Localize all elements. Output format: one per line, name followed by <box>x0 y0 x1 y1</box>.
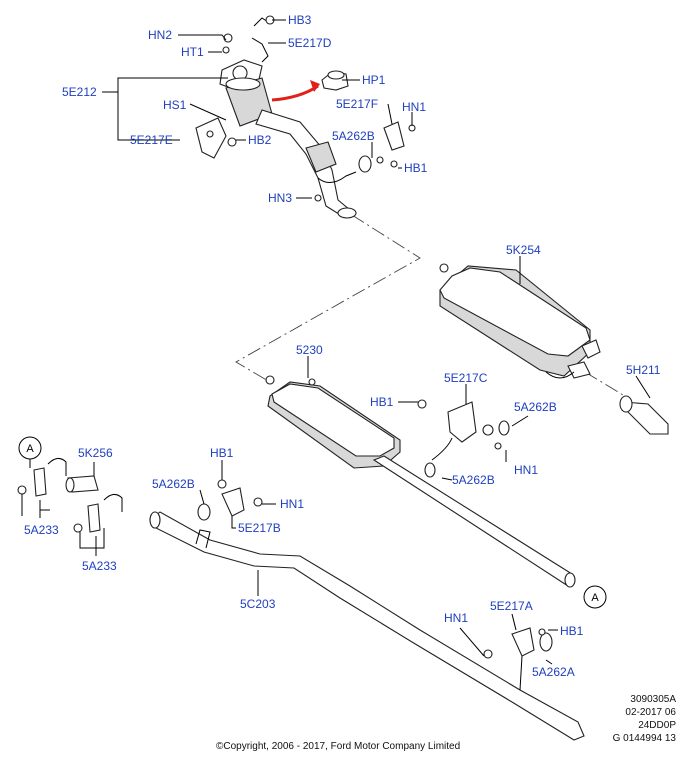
intermediate-pipe-5c203 <box>149 511 585 741</box>
label-hb1-top: HB1 <box>404 161 428 175</box>
label-5h211: 5H211 <box>626 363 661 377</box>
meta-line-4: G 0144994 13 <box>613 733 677 744</box>
bracket-5e217c <box>417 399 510 478</box>
bracket-5e217e <box>195 117 237 159</box>
label-hn1-mid: HN1 <box>514 463 538 477</box>
ref-a-left-text: A <box>26 443 34 455</box>
label-hs1: HS1 <box>163 98 187 112</box>
label-5a233-upper: 5A233 <box>24 523 59 537</box>
label-5a262a: 5A262A <box>532 665 575 679</box>
label-5e212: 5E212 <box>62 85 97 99</box>
meta-line-3: 24DD0P <box>638 720 676 731</box>
label-hb1-bottom: HB1 <box>560 624 584 638</box>
label-5k256: 5K256 <box>78 446 113 460</box>
label-5e217d: 5E217D <box>288 36 332 50</box>
leader-lines <box>21 19 651 665</box>
label-hb1-left: HB1 <box>210 446 234 460</box>
tailpipe-5h211 <box>619 395 669 435</box>
clamp-5k256 <box>65 475 99 493</box>
label-5k254: 5K254 <box>506 243 541 257</box>
label-5e217f: 5E217F <box>336 97 378 111</box>
center-muffler-5230 <box>265 375 576 588</box>
bracket-5e217b <box>197 479 263 521</box>
label-5e217c: 5E217C <box>444 371 488 385</box>
drawing-meta: 3090305A 02-2017 06 24DD0P G 0144994 13 <box>613 694 677 744</box>
rear-muffler-5k254 <box>439 263 601 379</box>
label-5e217a: 5E217A <box>490 599 533 613</box>
cap-hp1 <box>321 70 349 91</box>
meta-line-2: 02-2017 06 <box>625 707 676 718</box>
label-5a233-lower: 5A233 <box>82 559 117 573</box>
copyright-text: ©Copyright, 2006 - 2017, Ford Motor Comp… <box>216 741 460 752</box>
ref-a-left: A <box>18 436 42 460</box>
ref-a-right: A <box>583 585 607 609</box>
label-5a262b-mid: 5A262B <box>514 400 557 414</box>
label-ht1: HT1 <box>181 45 204 59</box>
label-5e217b: 5E217B <box>238 521 281 535</box>
label-hn2: HN2 <box>148 28 172 42</box>
red-arrow <box>271 80 320 102</box>
label-5a262b-left: 5A262B <box>152 477 195 491</box>
clamp-5a233 <box>17 458 123 533</box>
label-5230: 5230 <box>296 343 323 357</box>
label-hp1: HP1 <box>362 73 386 87</box>
label-5a262b-lower: 5A262B <box>452 473 495 487</box>
label-5a262b-top: 5A262B <box>332 129 375 143</box>
label-hn1-bottom: HN1 <box>444 611 468 625</box>
hanger-5a262b-upper <box>358 121 416 173</box>
connection-lines <box>235 214 629 399</box>
part-labels: HN2 HT1 HB3 5E217D 5E212 HP1 HS1 5E217F … <box>24 13 661 679</box>
label-hb3: HB3 <box>288 13 312 27</box>
label-5c203: 5C203 <box>240 597 276 611</box>
catalytic-converter <box>219 17 357 219</box>
meta-line-1: 3090305A <box>630 694 676 705</box>
label-hb2: HB2 <box>248 133 272 147</box>
bracket-5e217a <box>483 627 553 691</box>
label-hn1-top: HN1 <box>402 100 426 114</box>
label-hn1-left: HN1 <box>280 497 304 511</box>
label-hn3: HN3 <box>268 191 292 205</box>
label-5e217e: 5E217E <box>130 133 173 147</box>
ref-a-right-text: A <box>591 592 599 604</box>
label-hb1-mid: HB1 <box>370 395 394 409</box>
